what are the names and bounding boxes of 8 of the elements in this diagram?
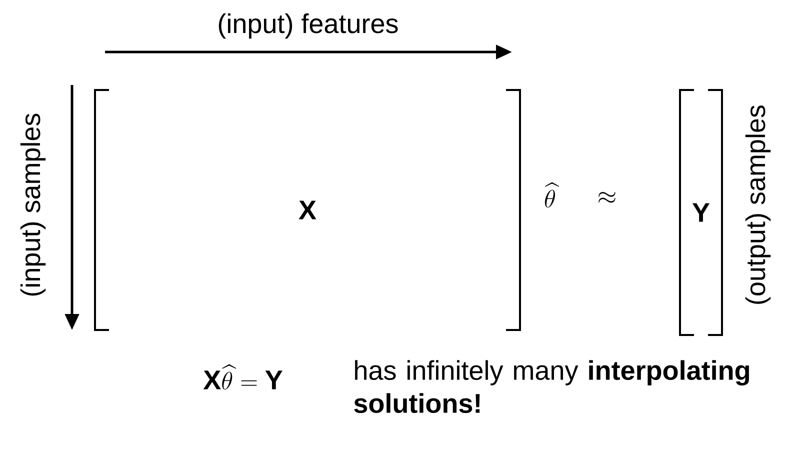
axis-label: (input) samples bbox=[20, 114, 46, 296]
parameter-symbol: $\widehat{\theta}$ bbox=[544, 182, 560, 208]
matrix: $\mathbf{Y}$ bbox=[679, 89, 723, 336]
approx-sign: $\approx$ bbox=[598, 192, 616, 203]
matrix: $\mathbf{X}$ bbox=[94, 89, 521, 331]
note: has infinitely many interpolating solutions! bbox=[354, 360, 749, 414]
axis-label: (input) features bbox=[218, 13, 398, 39]
equation: $\mathbf{X}\widehat{\theta} = \mathbf{Y}$ bbox=[203, 364, 282, 390]
